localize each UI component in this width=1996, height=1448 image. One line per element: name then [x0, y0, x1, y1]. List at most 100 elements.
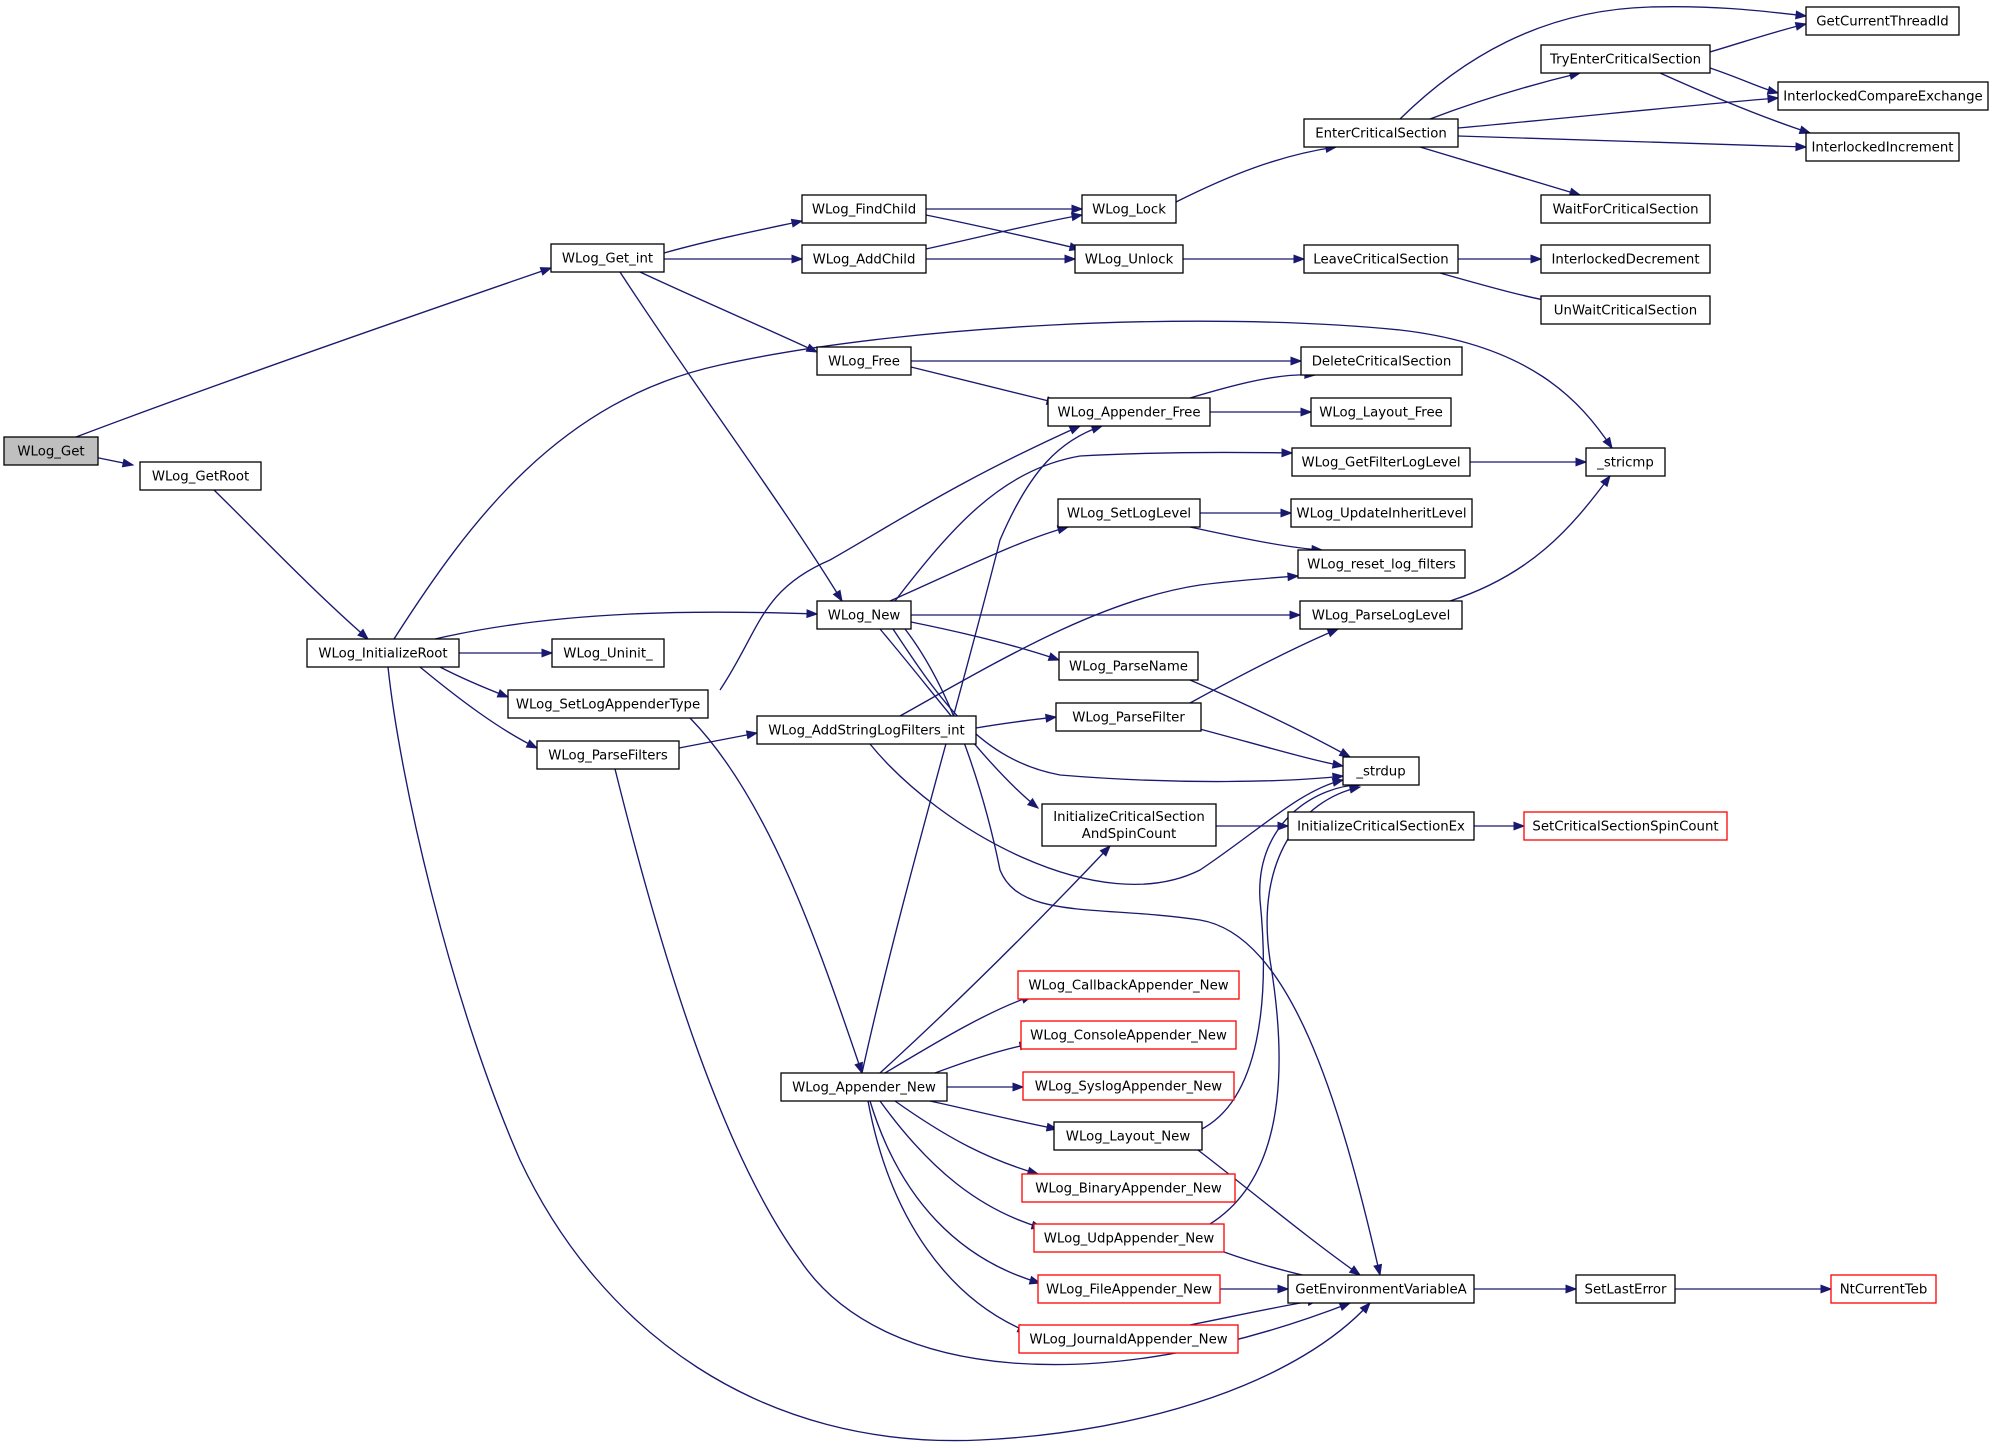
node-wlog_updateinheritlevel[interactable]: WLog_UpdateInheritLevel — [1290, 498, 1473, 528]
arrowhead-wlog_udpappender_new-to-strdup — [1348, 784, 1362, 794]
node-strdup[interactable]: _strdup — [1342, 756, 1420, 786]
node-wlog_addchild[interactable]: WLog_AddChild — [801, 244, 927, 274]
node-wlog_parsefilters[interactable]: WLog_ParseFilters — [536, 740, 680, 770]
node-stricmp[interactable]: _stricmp — [1585, 447, 1666, 477]
node-box — [1290, 498, 1473, 528]
arrowhead-wlog_setlogappendertype-to-wlog_appender_free — [1068, 425, 1082, 435]
edge-wlog_get-to-wlog_get_int — [75, 267, 552, 438]
node-wlog_getfilterloglevel[interactable]: WLog_GetFilterLogLevel — [1291, 447, 1471, 477]
node-initializecriticalsectionex[interactable]: InitializeCriticalSectionEx — [1287, 811, 1475, 841]
arrowhead-wlog_free-to-deletecriticalsection — [1290, 356, 1303, 366]
arrowhead-getenvironmentvariablea-to-setlasterror — [1565, 1284, 1578, 1294]
edge-wlog_appender_new-to-wlog_fileappender_new — [869, 1100, 1041, 1284]
arrowhead-wlog_initializeroot-to-stricmp — [1602, 436, 1613, 450]
node-wlog_lock[interactable]: WLog_Lock — [1081, 194, 1177, 224]
node-label: WLog_ParseLogLevel — [1312, 609, 1451, 624]
node-label: EnterCriticalSection — [1315, 127, 1447, 142]
node-wlog_udpappender_new[interactable]: WLog_UdpAppender_New — [1033, 1223, 1225, 1253]
node-wlog_uninit[interactable]: WLog_Uninit_ — [551, 638, 665, 668]
edge-entercriticalsection-to-interlockedcompareexchange — [1457, 97, 1779, 129]
arrowhead-wlog_setloglevel-to-wlog_updateinheritlevel — [1280, 508, 1293, 518]
edge-wlog_appender_new-to-wlog_layout_new — [929, 1100, 1058, 1130]
node-box — [536, 740, 680, 770]
node-wlog_callbackappender_new[interactable]: WLog_CallbackAppender_New — [1017, 970, 1240, 1000]
node-wlog_get_int[interactable]: WLog_Get_int — [550, 243, 665, 273]
node-label: TryEnterCriticalSection — [1549, 53, 1701, 68]
node-setlasterror[interactable]: SetLastError — [1575, 1274, 1676, 1304]
node-wlog_setlogappendertype[interactable]: WLog_SetLogAppenderType — [507, 689, 709, 719]
edge-wlog_parsefilters-to-getenvironmentvariablea — [614, 768, 1351, 1366]
node-setcriticalsectionspincount[interactable]: SetCriticalSectionSpinCount — [1523, 811, 1728, 841]
node-box — [306, 638, 460, 668]
node-unwaitcriticalsection[interactable]: UnWaitCriticalSection — [1540, 295, 1711, 325]
arrowhead-wlog_initializeroot-to-getenvironmentvariablea — [1359, 1301, 1371, 1314]
arrowhead-wlog_addstringlogfilters_int-to-wlog_parsefilter — [1045, 713, 1058, 723]
node-deletecriticalsection[interactable]: DeleteCriticalSection — [1300, 346, 1463, 376]
node-wlog_getroot[interactable]: WLog_GetRoot — [139, 461, 262, 491]
arrowhead-trycriticalsection-to-interlockedcompareexchange — [1766, 85, 1780, 95]
node-wlog_layout_new[interactable]: WLog_Layout_New — [1053, 1121, 1203, 1151]
arrowhead-wlog_new-to-wlog_getfilterloglevel — [1281, 448, 1294, 458]
edge-wlog_appender_new-to-wlog_appender_free — [861, 425, 1103, 1074]
edge-wlog_get_int-to-wlog_new — [619, 271, 843, 602]
node-wlog_get[interactable]: WLog_Get — [3, 436, 99, 466]
edge-entercriticalsection-to-interlockedincrement — [1457, 135, 1807, 148]
node-label: UnWaitCriticalSection — [1554, 304, 1697, 319]
node-getcurrentthreadid[interactable]: GetCurrentThreadId — [1805, 6, 1960, 36]
edge-wlog_new-to-wlog_setloglevel — [889, 526, 1069, 602]
node-wlog_consoleappender_new[interactable]: WLog_ConsoleAppender_New — [1020, 1020, 1237, 1050]
node-wlog_setloglevel[interactable]: WLog_SetLogLevel — [1057, 498, 1201, 528]
node-getenvironmentvariablea[interactable]: GetEnvironmentVariableA — [1287, 1274, 1475, 1304]
node-interlockedcompareexchange[interactable]: InterlockedCompareExchange — [1777, 81, 1989, 111]
node-interlockeddecrement[interactable]: InterlockedDecrement — [1540, 244, 1711, 274]
node-trycriticalsection[interactable]: TryEnterCriticalSection — [1540, 44, 1711, 74]
node-wlog_parsefilter[interactable]: WLog_ParseFilter — [1055, 702, 1202, 732]
node-wlog_new[interactable]: WLog_New — [816, 600, 912, 630]
node-wlog_parseloglevel[interactable]: WLog_ParseLogLevel — [1299, 600, 1463, 630]
node-label: _strdup — [1355, 765, 1405, 780]
node-label: WLog_UdpAppender_New — [1044, 1232, 1215, 1247]
arrowhead-wlog_parsename-to-strdup — [1338, 747, 1352, 758]
node-label: WLog_Layout_Free — [1319, 406, 1443, 421]
arrowhead-wlog_initializeroot-to-wlog_setlogappendertype — [496, 688, 510, 698]
node-wlog_binaryappender_new[interactable]: WLog_BinaryAppender_New — [1021, 1173, 1236, 1203]
node-wlog_initializeroot[interactable]: WLog_InitializeRoot — [306, 638, 460, 668]
node-box — [1291, 447, 1471, 477]
node-wlog_fileappender_new[interactable]: WLog_FileAppender_New — [1037, 1274, 1221, 1304]
node-wlog_layout_free[interactable]: WLog_Layout_Free — [1310, 397, 1452, 427]
node-label: DeleteCriticalSection — [1312, 355, 1452, 370]
node-label: WLog_GetFilterLogLevel — [1301, 456, 1460, 471]
edge-wlog_appender_new-to-wlog_consoleappender_new — [934, 1043, 1031, 1074]
node-interlockedincrement[interactable]: InterlockedIncrement — [1805, 132, 1960, 162]
arrowhead-trycriticalsection-to-interlockedincrement — [1798, 125, 1812, 135]
node-entercriticalsection[interactable]: EnterCriticalSection — [1303, 118, 1459, 148]
node-box — [1047, 397, 1211, 427]
node-wlog_addstringlogfilters_int[interactable]: WLog_AddStringLogFilters_int — [756, 715, 977, 745]
node-box — [1830, 1274, 1937, 1304]
edge-wlog_addstringlogfilters_int-to-wlog_reset_log_filters — [899, 575, 1299, 717]
arrowhead-trycriticalsection-to-getcurrentthreadid — [1794, 21, 1808, 31]
node-ntcurrentteb[interactable]: NtCurrentTeb — [1830, 1274, 1937, 1304]
node-wlog_reset_log_filters[interactable]: WLog_reset_log_filters — [1297, 549, 1466, 579]
node-wlog_journaldappender_new[interactable]: WLog_JournaldAppender_New — [1018, 1324, 1239, 1354]
node-waitforcriticalsection[interactable]: WaitForCriticalSection — [1540, 194, 1711, 224]
node-leavecriticalsection[interactable]: LeaveCriticalSection — [1303, 244, 1459, 274]
node-wlog_unlock[interactable]: WLog_Unlock — [1074, 244, 1184, 274]
node-wlog_appender_free[interactable]: WLog_Appender_Free — [1047, 397, 1211, 427]
node-wlog_parsename[interactable]: WLog_ParseName — [1058, 651, 1199, 681]
node-box — [801, 194, 927, 224]
node-box — [816, 600, 912, 630]
node-wlog_free[interactable]: WLog_Free — [816, 346, 912, 376]
node-label: WLog_FindChild — [812, 203, 916, 218]
node-box — [1540, 44, 1711, 74]
node-wlog_syslogappender_new[interactable]: WLog_SyslogAppender_New — [1022, 1071, 1235, 1101]
node-label: WLog_GetRoot — [152, 470, 249, 485]
node-box — [780, 1072, 948, 1102]
edge-wlog_initializeroot-to-wlog_new — [434, 611, 818, 640]
node-wlog_appender_new[interactable]: WLog_Appender_New — [780, 1072, 948, 1102]
node-box — [1303, 244, 1459, 274]
edge-wlog_new-to-strdup — [892, 628, 1344, 783]
node-wlog_findchild[interactable]: WLog_FindChild — [801, 194, 927, 224]
